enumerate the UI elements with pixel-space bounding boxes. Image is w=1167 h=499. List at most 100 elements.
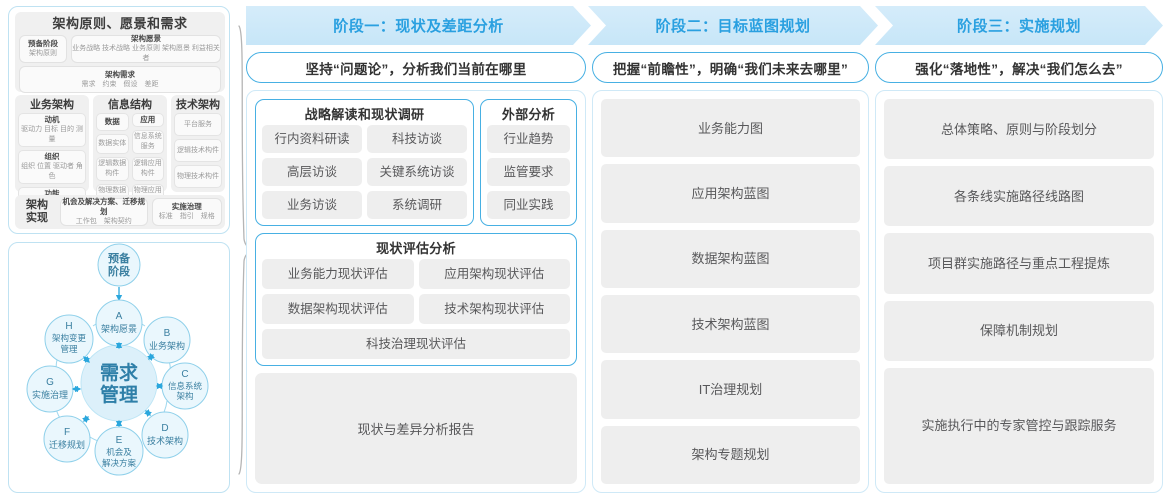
- pillar-box-title: 应用: [140, 115, 156, 124]
- list-item[interactable]: 科技治理现状评估: [262, 329, 570, 359]
- pillar-box: 平台服务: [174, 113, 222, 136]
- phase-3-column: 强化“落地性”，解决“我们怎么去” 总体策略、原则与阶段划分 各条线实施路径线路…: [875, 52, 1163, 493]
- phase-band-1[interactable]: 阶段一：现状及差距分析: [246, 6, 591, 45]
- adm-cycle-diagram: 需求 管理 预备 阶段 A 架构愿景 B 业务架构: [26, 243, 209, 476]
- list-item[interactable]: 业务能力现状评估: [262, 259, 414, 289]
- adm-cycle-card: 需求 管理 预备 阶段 A 架构愿景 B 业务架构: [8, 242, 230, 493]
- adm-center-line2: 管理: [100, 383, 138, 406]
- pillar-box-sub: 逻辑数据构件: [98, 160, 127, 177]
- list-item[interactable]: 高层访谈: [262, 158, 362, 186]
- togaf-section-title: 架构原则、愿景和需求: [52, 16, 188, 31]
- architecture-realization-section: 架构 实现 机会及解决方案、迁移规划 工作包 架构契约 实施治理 标准 指引 规…: [15, 195, 225, 229]
- list-item[interactable]: 技术架构现状评估: [418, 294, 570, 324]
- adm-prep-line2: 阶段: [108, 264, 130, 278]
- togaf-pillars: 业务架构 动机 驱动力 目标 目的 测量 组织 组织 位置 驱动者 角色: [15, 95, 225, 211]
- pillar-title: 业务架构: [30, 99, 74, 111]
- phase-3-subtitle: 强化“落地性”，解决“我们怎么去”: [875, 52, 1163, 83]
- pillar-title: 技术架构: [176, 99, 220, 111]
- realization-label-line1: 架构: [26, 199, 48, 211]
- adm-e-label-1: 机会及: [106, 447, 132, 457]
- pillar-box-sub: 逻辑技术构件: [177, 146, 219, 154]
- pillar-box-sub: 数据实体: [98, 140, 127, 148]
- pillar-box: 逻辑应用构件: [131, 157, 164, 181]
- list-item[interactable]: 架构专题规划: [601, 425, 860, 484]
- list-item[interactable]: 应用架构蓝图: [601, 164, 860, 223]
- group-items-grid: 业务能力现状评估 应用架构现状评估 数据架构现状评估 技术架构现状评估: [262, 259, 570, 324]
- pillar-box: 组织 组织 位置 驱动者 角色: [18, 150, 86, 184]
- architecture-realization-label: 架构 实现: [18, 199, 56, 225]
- phase-band-3-title: 阶段三：实施规划: [956, 18, 1081, 35]
- list-item[interactable]: 实施执行中的专家管控与跟踪服务: [884, 367, 1154, 485]
- list-item[interactable]: 行业趋势: [487, 125, 570, 153]
- pillar-title: 信息结构: [108, 99, 152, 111]
- adm-node-g: G 实施治理: [26, 365, 74, 413]
- adm-node-prep: [97, 243, 141, 287]
- architecture-principles-section: 架构原则、愿景和需求 预备阶段 架构原则 架构愿景 业务战略 技术战略 业务原则…: [15, 12, 225, 93]
- phase-1-top-row: 战略解读和现状调研 行内资料研读 科技访谈 高层访谈 关键系统访谈 业务访谈 系…: [255, 99, 577, 226]
- list-item[interactable]: 数据架构蓝图: [601, 229, 860, 288]
- opportunities-title: 机会及解决方案、迁移规划: [62, 197, 146, 216]
- pillar-information-structure: 信息结构 数据 数据实体 逻辑数据构件: [93, 95, 167, 208]
- phase-band-2[interactable]: 阶段二：目标蓝图规划: [588, 6, 878, 45]
- pillar-box: 数据: [96, 113, 129, 132]
- adm-b-label: 业务架构: [149, 340, 185, 351]
- list-item[interactable]: IT治理规划: [601, 360, 860, 419]
- phase-band-1-title: 阶段一：现状及差距分析: [333, 18, 504, 35]
- governance-title: 实施治理: [171, 202, 202, 211]
- togaf-row-vision: 预备阶段 架构原则 架构愿景 业务战略 技术战略 业务原则 架构愿景 利益相关者: [19, 34, 221, 63]
- pillar-box-sub: 驱动力 目标 目的 测量: [21, 126, 83, 143]
- list-item[interactable]: 行内资料研读: [262, 125, 362, 153]
- list-item[interactable]: 科技访谈: [367, 125, 467, 153]
- list-item[interactable]: 应用架构现状评估: [418, 259, 570, 289]
- adm-f-label: 迁移规划: [49, 439, 85, 450]
- list-item[interactable]: 技术架构蓝图: [601, 294, 860, 354]
- pillar-box: 逻辑数据构件: [96, 157, 129, 181]
- adm-b-letter: B: [164, 328, 171, 339]
- adm-a-label: 架构愿景: [101, 323, 137, 334]
- adm-c-label-1: 信息系统: [168, 381, 203, 391]
- pillar-box: 动机 驱动力 目标 目的 测量: [18, 113, 86, 147]
- phase-2-body: 业务能力图 应用架构蓝图 数据架构蓝图 技术架构蓝图 IT治理规划 架构专题规划: [592, 90, 869, 493]
- group-title: 现状评估分析: [376, 241, 456, 256]
- phase-3-body: 总体策略、原则与阶段划分 各条线实施路径线路图 项目群实施路径与重点工程提炼 保…: [875, 90, 1163, 493]
- list-item[interactable]: 同业实践: [487, 191, 570, 219]
- phase-1-body: 战略解读和现状调研 行内资料研读 科技访谈 高层访谈 关键系统访谈 业务访谈 系…: [246, 90, 586, 493]
- architecture-vision-sub: 业务战略 技术战略 业务原则 架构愿景 利益相关者: [72, 45, 220, 62]
- phase-2-subtitle: 把握“前瞻性”，明确“我们未来去哪里”: [592, 52, 869, 83]
- adm-node-a: A 架构愿景: [95, 299, 143, 347]
- list-item[interactable]: 各条线实施路径线路图: [884, 166, 1154, 227]
- adm-a-letter: A: [116, 311, 123, 322]
- list-item[interactable]: 总体策略、原则与阶段划分: [884, 99, 1154, 160]
- architecture-requirements-box: 架构需求 需求 约束 假设 差距: [19, 66, 221, 93]
- realization-label-line2: 实现: [26, 212, 48, 224]
- list-item[interactable]: 保障机制规划: [884, 300, 1154, 361]
- pillar-box: 数据实体: [96, 134, 129, 154]
- left-reference-column: 架构原则、愿景和需求 预备阶段 架构原则 架构愿景 业务战略 技术战略 业务原则…: [8, 6, 256, 493]
- list-item[interactable]: 监管要求: [487, 158, 570, 186]
- prep-phase-title: 预备阶段: [28, 39, 58, 48]
- list-item[interactable]: 关键系统访谈: [367, 158, 467, 186]
- adm-center-line1: 需求: [100, 361, 139, 384]
- pillar-box-sub: 逻辑应用构件: [133, 160, 162, 177]
- pillar-box-sub: 物理技术构件: [177, 172, 219, 180]
- adm-node-d: D 技术架构: [141, 411, 189, 459]
- pillar-box: 信息系统服务: [131, 130, 164, 154]
- list-item[interactable]: 业务访谈: [262, 191, 362, 219]
- list-item[interactable]: 数据架构现状评估: [262, 294, 414, 324]
- togaf-framework-card: 架构原则、愿景和需求 预备阶段 架构原则 架构愿景 业务战略 技术战略 业务原则…: [8, 6, 230, 234]
- group-current-state-assessment: 现状评估分析 业务能力现状评估 应用架构现状评估 数据架构现状评估 技术架构现状…: [255, 233, 577, 366]
- phase-1-report-card[interactable]: 现状与差异分析报告: [255, 373, 577, 484]
- phase-1-subtitle: 坚持“问题论”，分析我们当前在哪里: [246, 52, 586, 83]
- list-item[interactable]: 项目群实施路径与重点工程提炼: [884, 233, 1154, 294]
- architecture-vision-box: 架构愿景 业务战略 技术战略 业务原则 架构愿景 利益相关者: [71, 34, 221, 63]
- list-item[interactable]: 业务能力图: [601, 99, 860, 158]
- adm-d-label: 技术架构: [147, 435, 183, 446]
- phase-band-3[interactable]: 阶段三：实施规划: [875, 6, 1163, 45]
- prep-phase-sub: 架构原则: [29, 50, 57, 57]
- group-items-grid-full: 科技治理现状评估: [262, 329, 570, 359]
- adm-h-letter: H: [65, 321, 72, 332]
- group-items-grid: 行内资料研读 科技访谈 高层访谈 关键系统访谈 业务访谈 系统调研: [262, 125, 467, 219]
- list-item[interactable]: 系统调研: [367, 191, 467, 219]
- group-title: 外部分析: [501, 107, 556, 122]
